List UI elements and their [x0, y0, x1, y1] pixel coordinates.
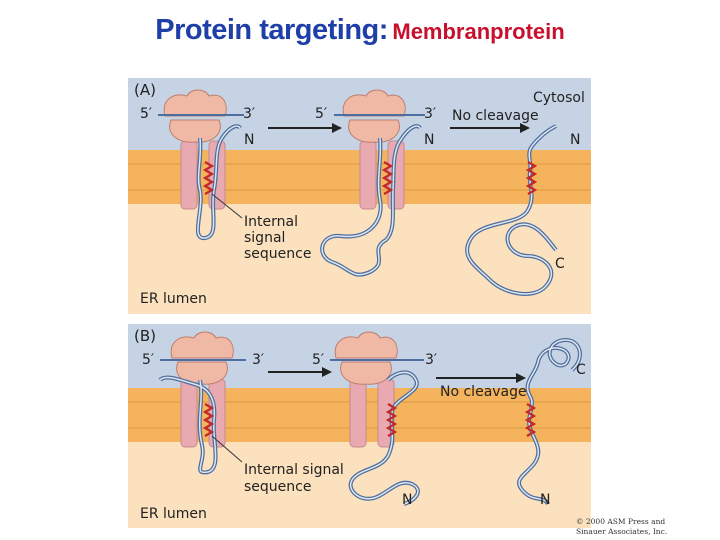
- cytosol-label: Cytosol: [533, 90, 585, 106]
- ribosome-a2: [342, 89, 406, 143]
- er-lumen-region: [128, 204, 591, 314]
- er-lumen-label-b: ER lumen: [140, 506, 207, 522]
- no-cleavage-a: No cleavage: [452, 108, 539, 124]
- n-label-b3: N: [540, 492, 550, 508]
- panel-b: (B) ER lumen 5′ 3′ Internal signal seque…: [128, 324, 591, 528]
- signal-a1: [202, 161, 215, 195]
- no-cleavage-b: No cleavage: [440, 384, 527, 400]
- n-label-b2: N: [402, 492, 412, 508]
- five-prime-b1: 5′: [142, 352, 154, 368]
- ribosome-a1: [163, 89, 227, 143]
- signal-a2: [381, 161, 394, 195]
- ribosome-b2: [334, 331, 398, 385]
- c-label-b3: C: [576, 362, 586, 378]
- er-lumen-region-b: [128, 442, 591, 528]
- n-label-a2: N: [424, 132, 434, 148]
- copyright-line-2: Sinauer Associates, Inc.: [576, 527, 667, 536]
- three-prime-a2: 3′: [424, 106, 436, 122]
- ribosome-b1: [170, 331, 234, 385]
- title-sub: Membranprotein: [392, 19, 565, 44]
- internal-signal-b-2: sequence: [244, 479, 311, 495]
- signal-b3: [524, 403, 537, 437]
- five-prime-a2: 5′: [315, 106, 327, 122]
- copyright-line-1: © 2000 ASM Press and: [576, 517, 665, 526]
- n-label-a3: N: [570, 132, 580, 148]
- internal-signal-b-1: Internal signal: [244, 462, 344, 478]
- five-prime-b2: 5′: [312, 352, 324, 368]
- er-lumen-label-a: ER lumen: [140, 291, 207, 307]
- title-main: Protein targeting:: [155, 14, 388, 46]
- internal-signal-a-2: signal: [244, 230, 285, 246]
- panel-b-label: (B): [134, 327, 156, 345]
- slide-title: Protein targeting: Membranprotein: [0, 14, 720, 47]
- signal-b1: [202, 403, 215, 437]
- n-label-a1: N: [244, 132, 254, 148]
- five-prime-a1: 5′: [140, 106, 152, 122]
- panel-a-label: (A): [134, 81, 156, 99]
- signal-a3: [525, 161, 538, 195]
- panel-a: (A) Cytosol ER lumen 5′ 3′ N Internal si…: [128, 78, 591, 314]
- three-prime-b2: 3′: [425, 352, 437, 368]
- c-label-a3: C: [555, 256, 565, 272]
- internal-signal-a-1: Internal: [244, 214, 298, 230]
- internal-signal-a-3: sequence: [244, 246, 311, 262]
- three-prime-a1: 3′: [243, 106, 255, 122]
- signal-b2: [385, 403, 398, 437]
- three-prime-b1: 3′: [252, 352, 264, 368]
